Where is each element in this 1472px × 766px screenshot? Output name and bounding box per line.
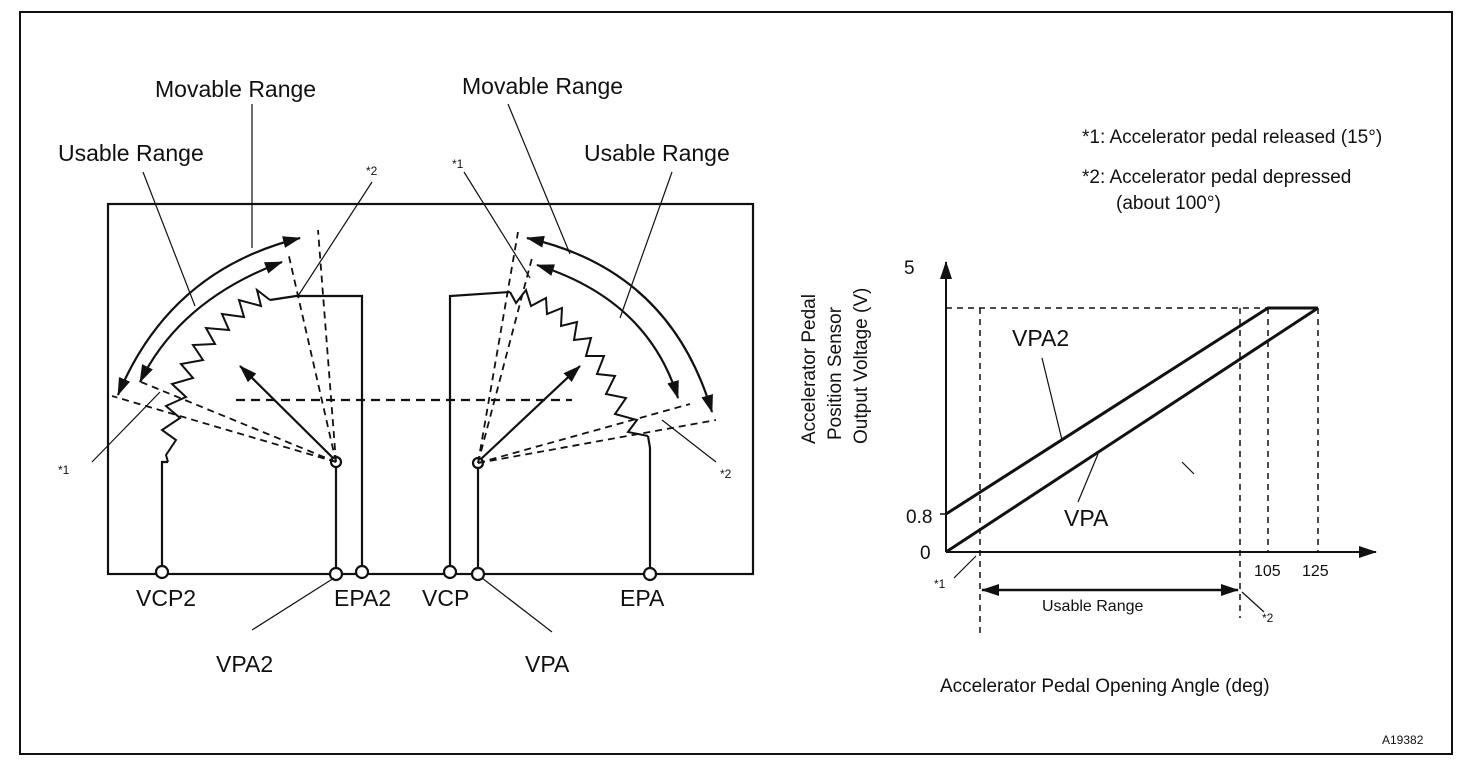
sensor-housing [106,202,755,576]
usable-range-label-left: Usable Range [58,140,204,166]
legend-note-2b: (about 100°) [1116,193,1221,214]
graph-ylabel-line2: Position Sensor [825,306,846,440]
tick-y-0: 0 [920,543,931,564]
usable-range-label-right: Usable Range [584,140,730,166]
vcp-label: VCP [422,585,469,611]
vpa-wiper-arrow [480,365,581,460]
vpa2-series-line [945,306,1318,516]
epa-lead [646,435,652,572]
mark2-label-right: *2 [720,467,732,481]
vpa-leader [1077,453,1099,503]
vcp2-lead [160,460,168,572]
figure-code: A19382 [1382,733,1424,747]
vpa2-wiper-arrow [239,365,334,459]
right-range-dashes [477,231,717,464]
vpa2-leader [1041,357,1063,441]
right-movable-range-arc [526,235,714,413]
mark1-label-right: *1 [452,157,464,171]
tick-y-5: 5 [904,258,915,279]
graph-usable-range-label: Usable Range [1042,598,1144,615]
legend-note-2a: *2: Accelerator pedal depressed [1082,167,1351,188]
epa-terminal [642,566,658,582]
vcp2-terminal [154,564,170,580]
left-range-dashes [111,229,337,463]
epa2-label: EPA2 [334,585,391,611]
epa-label: EPA [620,585,665,611]
vpa2-resistor [160,287,271,463]
vpa-series-line [945,306,1319,554]
movable-range-label-left: Movable Range [155,76,316,102]
vcp-lead [448,290,511,572]
tick-x-125: 125 [1302,563,1329,580]
graph-xlabel: Accelerator Pedal Opening Angle (deg) [940,676,1270,697]
sensor-schematic [91,103,755,633]
graph-mark1: *1 [934,577,946,591]
legend-note-1: *1: Accelerator pedal released (15°) [1082,127,1382,148]
graph-ylabel-line3: Output Voltage (V) [851,288,872,444]
tick-y-08: 0.8 [906,507,932,528]
movable-range-label-right: Movable Range [462,73,623,99]
left-usable-range-arc [139,260,283,383]
series-label-vpa2: VPA2 [1012,325,1069,351]
tick-x-105: 105 [1254,563,1281,580]
mark1-label-left: *1 [58,463,70,477]
vcp2-label: VCP2 [136,585,196,611]
vcp-terminal [442,564,458,580]
vpa-terminal [470,566,486,582]
graph-ylabel-line1: Accelerator Pedal [799,294,820,444]
series-label-vpa: VPA [1064,505,1109,531]
graph-mark2: *2 [1262,611,1274,625]
vpa2-label: VPA2 [216,651,273,677]
epa2-terminal [354,564,370,580]
mark1-leader [953,555,977,579]
mark2-label-left: *2 [366,164,378,178]
vpa-label: VPA [525,651,570,677]
leader-lines [91,103,717,633]
vpa2-terminal [328,566,344,582]
stray-tick [1181,461,1195,475]
vpa-resistor [509,287,649,437]
output-graph [940,261,1377,636]
outer-frame [19,11,1453,755]
mark2-leader [1241,591,1265,613]
right-usable-range-arc [536,263,680,399]
epa2-lead [269,294,364,572]
